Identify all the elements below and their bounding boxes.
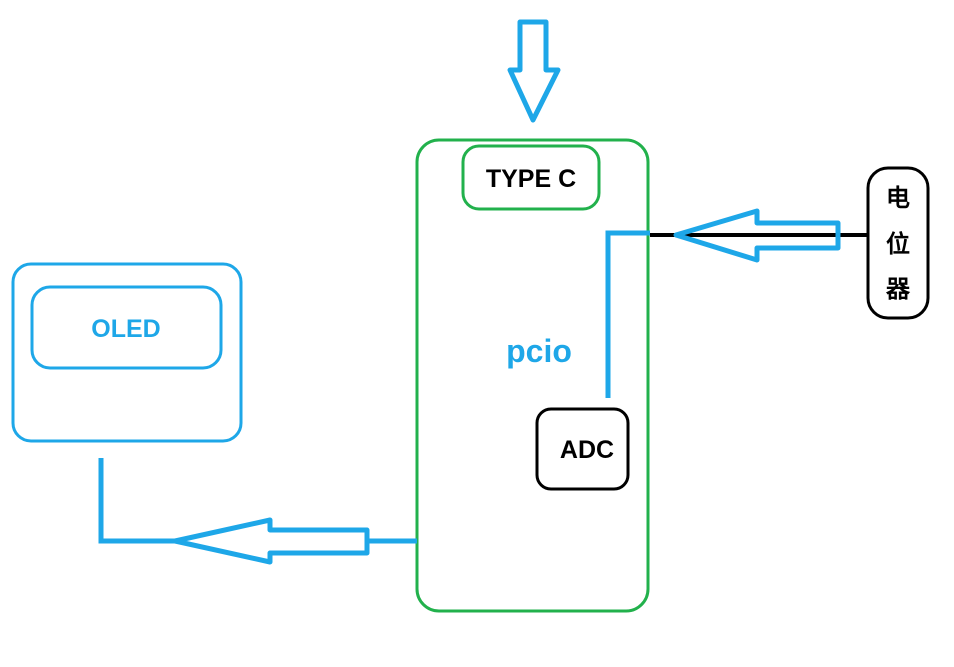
potentiometer-label-1: 电: [886, 184, 910, 212]
potentiometer-label-3: 器: [885, 275, 911, 303]
display-label: OLED: [91, 315, 160, 343]
display-screen-box: [30, 285, 223, 370]
potentiometer-to-adc-arrow: [673, 208, 841, 263]
display-module-box: [11, 262, 243, 443]
adc-label: ADC: [560, 436, 614, 464]
board-box: [415, 138, 650, 613]
adc-signal-line: [605, 230, 650, 398]
potentiometer-box: [866, 166, 930, 320]
adc-box: [535, 407, 630, 491]
usb-port-label: TYPE C: [486, 165, 576, 193]
power-input-arrow: [507, 19, 561, 123]
potentiometer-label-2: 位: [886, 230, 910, 258]
board-label: pcio: [506, 333, 572, 369]
board-to-display-arrow: [172, 517, 370, 565]
usb-port-box: [461, 144, 601, 211]
